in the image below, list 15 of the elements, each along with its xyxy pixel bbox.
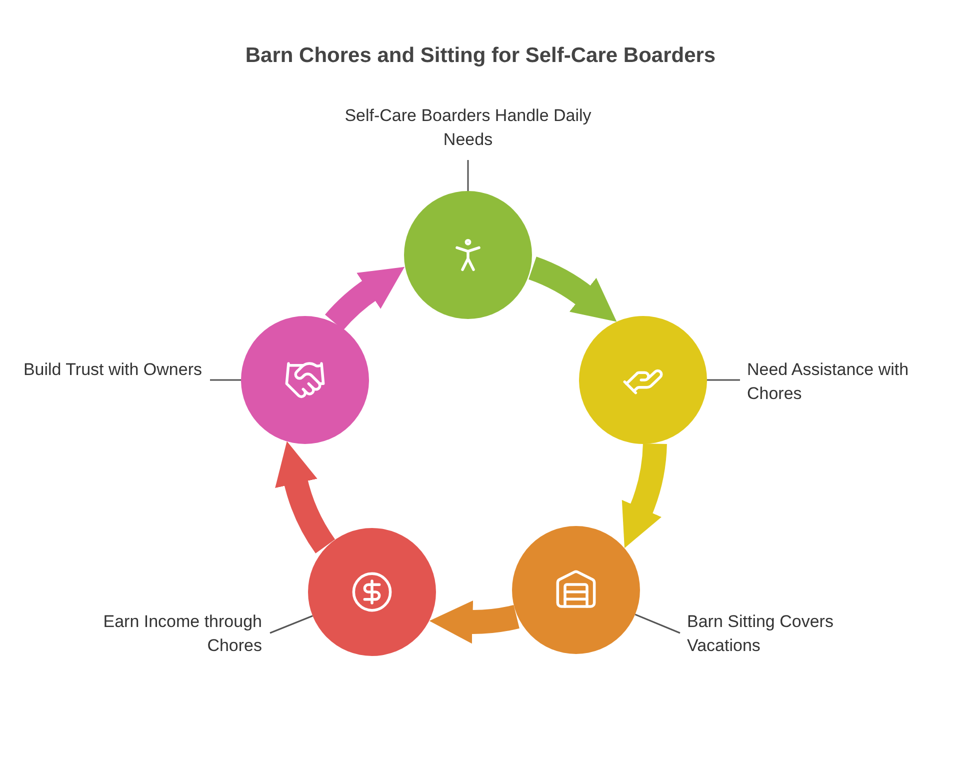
leader-line bbox=[707, 379, 740, 381]
cycle-arrow bbox=[621, 442, 667, 549]
leader-line bbox=[210, 379, 241, 381]
step-label: Barn Sitting Covers Vacations bbox=[687, 610, 907, 658]
step-label: Self-Care Boarders Handle Daily Needs bbox=[318, 104, 618, 152]
leader-line bbox=[634, 614, 680, 634]
diagram-title: Barn Chores and Sitting for Self-Care Boarders bbox=[244, 44, 717, 68]
leader-line bbox=[467, 160, 469, 191]
cycle-arrow bbox=[528, 256, 618, 320]
step-label: Earn Income through Chores bbox=[62, 610, 262, 658]
cycle-arrow bbox=[325, 266, 404, 330]
step-label: Build Trust with Owners bbox=[22, 358, 202, 382]
cycle-arrow bbox=[276, 442, 336, 553]
leader-line bbox=[270, 615, 313, 634]
step-label: Need Assistance with Chores bbox=[747, 358, 947, 406]
